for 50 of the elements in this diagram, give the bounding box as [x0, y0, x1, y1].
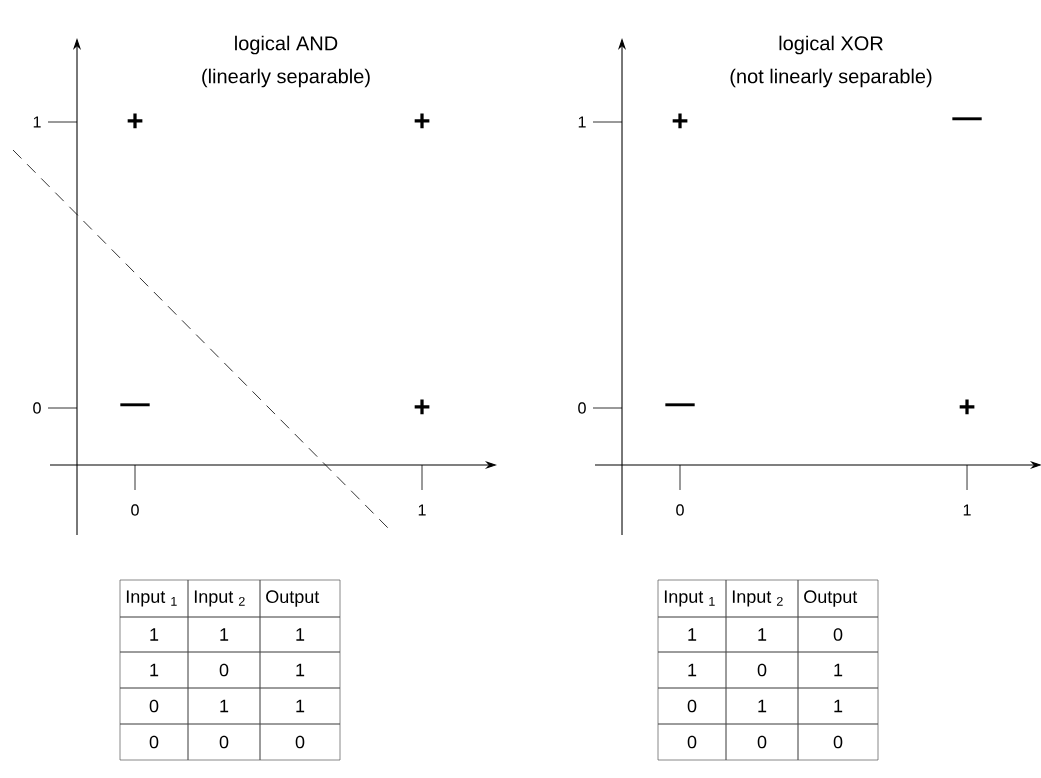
table-cell: 0 [725, 651, 799, 689]
table-cell: Input $_{2}$ [725, 579, 799, 618]
class-sign: + [414, 113, 430, 129]
class-sign: + [959, 399, 975, 415]
table-cell: 1 [187, 687, 261, 725]
table-cell: 1 [259, 651, 341, 689]
table-cell: 1 [797, 687, 879, 725]
class-sign: — [120, 403, 150, 407]
chart-subtitle: (linearly separable) [202, 68, 370, 88]
table-cell: 1 [725, 687, 799, 725]
table-cell: 1 [259, 687, 341, 725]
table-cell: 0 [797, 723, 879, 761]
table-cell: 0 [725, 723, 799, 761]
chart-title: logical AND [235, 35, 338, 55]
chart-subtitle: (not linearly separable) [730, 68, 932, 88]
table-cell: Input $_{1}$ [119, 579, 189, 618]
table-cell: Input $_{1}$ [657, 579, 727, 618]
tick-label: 0 [33, 402, 41, 414]
table-cell: 1 [797, 651, 879, 689]
table-cell: 0 [119, 687, 189, 725]
table-cell: 1 [187, 616, 261, 653]
tick-label: 0 [676, 504, 684, 516]
table-cell: 0 [657, 687, 727, 725]
table-cell: Output [259, 579, 341, 618]
class-sign: + [414, 399, 430, 415]
table-cell: 1 [259, 616, 341, 653]
class-sign: — [952, 117, 982, 121]
tick-label: 1 [33, 116, 41, 128]
class-sign: + [127, 113, 143, 129]
table-cell: 0 [657, 723, 727, 761]
table-cell: 0 [187, 723, 261, 761]
table-cell: 1 [657, 651, 727, 689]
table-cell: 1 [725, 616, 799, 653]
table-cell: 1 [657, 616, 727, 653]
table-cell: 1 [119, 651, 189, 689]
tick-label: 1 [963, 504, 971, 516]
table-cell: Input $_{2}$ [187, 579, 261, 618]
tick-label: 1 [578, 116, 586, 128]
tick-label: 0 [578, 402, 586, 414]
table-cell: Output [797, 579, 879, 618]
class-sign: — [665, 403, 695, 407]
table-cell: 0 [797, 616, 879, 653]
chart-title: logical XOR [779, 35, 883, 55]
table-cell: 0 [119, 723, 189, 761]
table-cell: 1 [119, 616, 189, 653]
table-cell: 0 [259, 723, 341, 761]
table-cell: 0 [187, 651, 261, 689]
tick-label: 1 [418, 504, 426, 516]
class-sign: + [672, 113, 688, 129]
tick-label: 0 [131, 504, 139, 516]
